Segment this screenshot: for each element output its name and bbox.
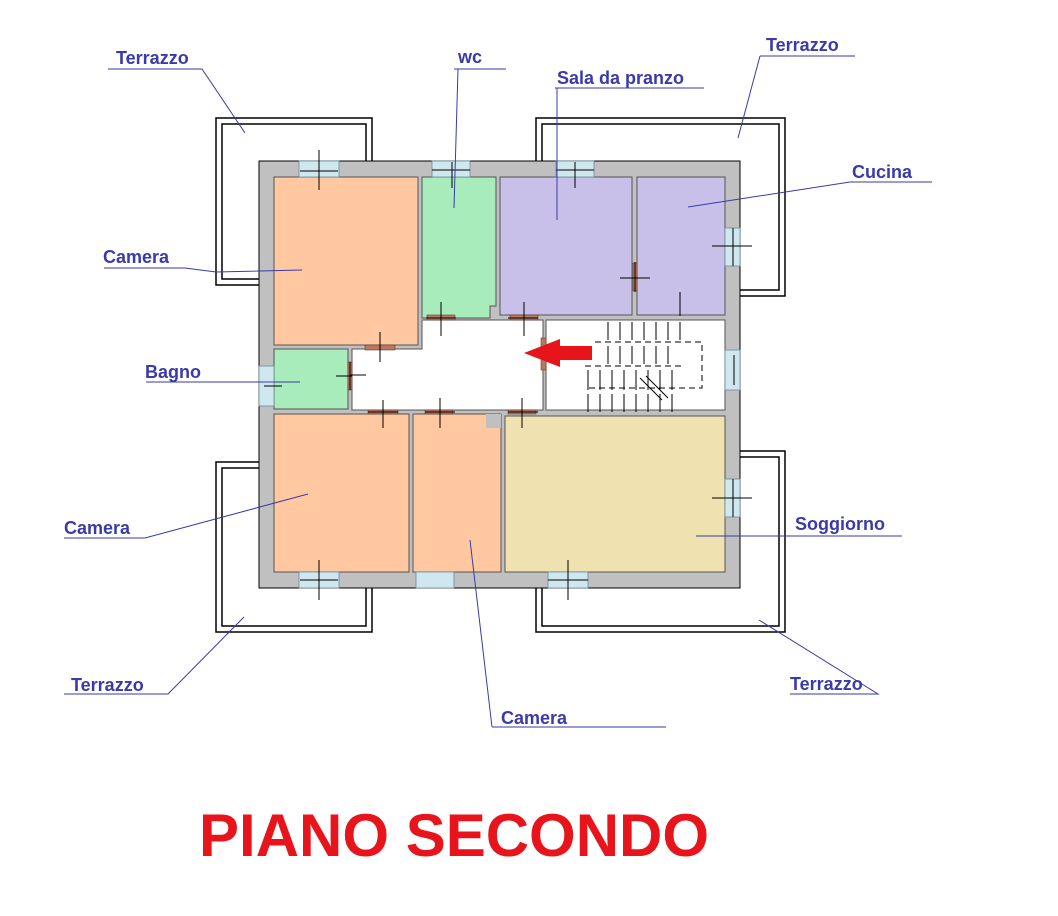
leader-lines: [64, 55, 932, 728]
stair-walkline: [585, 341, 703, 389]
fixture-marks: [264, 150, 752, 600]
label-camera-bottom-middle: Camera: [501, 708, 568, 728]
room-camera-bottom-left: [273, 413, 410, 573]
room-cucina: [636, 176, 726, 316]
room-sala-da-pranzo: [499, 176, 633, 316]
stair-treads: [587, 322, 681, 412]
window: [724, 349, 741, 391]
label-wc: wc: [457, 47, 482, 67]
label-cucina: Cucina: [852, 162, 913, 182]
room-wc: [421, 176, 497, 319]
label-camera-bottom-left: Camera: [64, 518, 131, 538]
page-title: PIANO SECONDO: [199, 802, 709, 869]
room-camera-bottom-middle: [412, 413, 502, 573]
terraces: [215, 117, 786, 633]
room-corridor: [351, 319, 544, 411]
terrace-top-right: [535, 117, 786, 297]
room-soggiorno-main: [504, 415, 726, 573]
terrace-bottom-left: [215, 461, 373, 633]
label-terrazzo-bottom-left: Terrazzo: [71, 675, 144, 695]
rooms: [273, 176, 726, 573]
label-sala-da-pranzo: Sala da pranzo: [557, 68, 684, 88]
stair-break: [639, 375, 669, 401]
label-terrazzo-bottom-right: Terrazzo: [790, 674, 863, 694]
room-camera-top-left: [273, 176, 419, 346]
window: [431, 160, 471, 178]
label-terrazzo-top-left: Terrazzo: [116, 48, 189, 68]
room-bagno: [273, 348, 349, 410]
label-terrazzo-top-right: Terrazzo: [766, 35, 839, 55]
room-labels: Terrazzo wc Sala da pranzo Terrazzo Cuci…: [64, 35, 913, 728]
staircase: [585, 322, 703, 412]
room-soggiorno: [486, 414, 501, 428]
label-camera-top-left: Camera: [103, 247, 170, 267]
label-soggiorno: Soggiorno: [795, 514, 885, 534]
label-bagno: Bagno: [145, 362, 201, 382]
terrace-bottom-right: [535, 450, 786, 633]
window: [415, 571, 455, 589]
entrance-arrow-icon: [524, 339, 592, 367]
terrace-top-left: [215, 117, 373, 286]
